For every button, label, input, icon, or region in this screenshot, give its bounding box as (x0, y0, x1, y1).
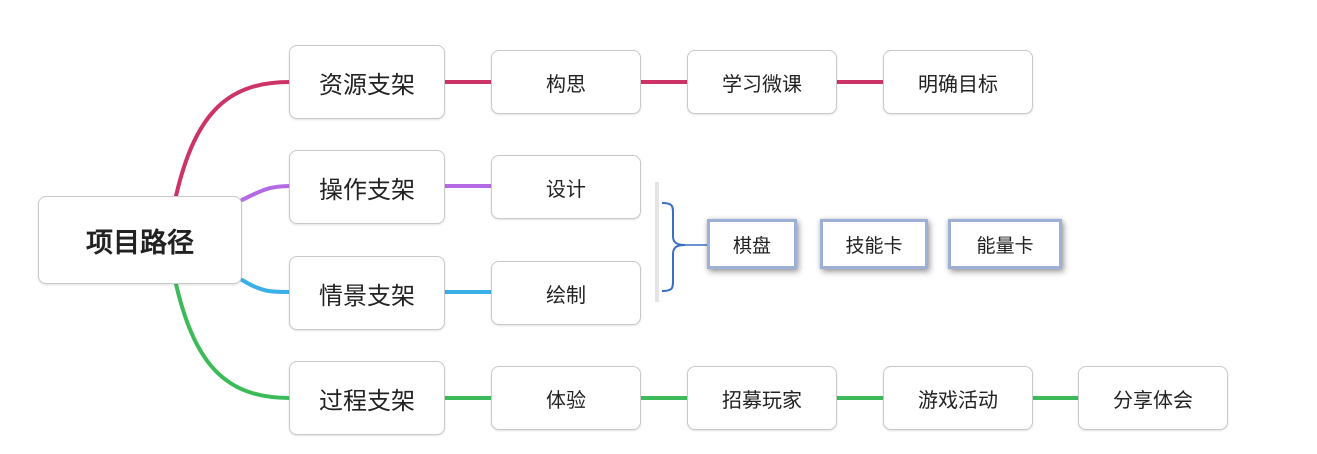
leaf-node: 游戏活动 (883, 366, 1033, 430)
leaf-node: 构思 (491, 50, 641, 114)
leaf-label: 设计 (546, 176, 586, 201)
leaf-node: 绘制 (491, 261, 641, 325)
leaf-label: 构思 (546, 71, 586, 96)
leaf-label: 明确目标 (918, 71, 998, 96)
branch-label: 过程支架 (319, 386, 415, 415)
branch-process: 过程支架 (289, 361, 445, 435)
bracket-icon (661, 202, 686, 292)
leaf-label: 招募玩家 (722, 387, 802, 412)
connector-root-process (174, 282, 292, 400)
root-node: 项目路径 (38, 196, 242, 284)
branch-label: 操作支架 (319, 175, 415, 204)
leaf-label: 分享体会 (1113, 387, 1193, 412)
branch-resources: 资源支架 (289, 45, 445, 119)
leaf-label: 学习微课 (722, 71, 802, 96)
bracket-edge (655, 182, 659, 302)
branch-label: 资源支架 (319, 70, 415, 99)
leaf-label: 游戏活动 (918, 387, 998, 412)
connector-root-operation (240, 184, 292, 202)
leaf-node: 明确目标 (883, 50, 1033, 114)
leaf-node: 设计 (491, 155, 641, 219)
root-label: 项目路径 (86, 227, 194, 259)
leaf-node: 招募玩家 (687, 366, 837, 430)
card-label: 棋盘 (732, 234, 771, 257)
card-label: 技能卡 (845, 234, 903, 257)
leaf-node: 体验 (491, 366, 641, 430)
leaf-node: 分享体会 (1078, 366, 1228, 430)
branch-operation: 操作支架 (289, 150, 445, 224)
card-skill: 技能卡 (820, 219, 928, 269)
leaf-label: 绘制 (546, 282, 586, 307)
card-label: 能量卡 (976, 234, 1034, 257)
connector-root-scenario (240, 278, 292, 294)
leaf-label: 体验 (546, 387, 586, 412)
card-chessboard: 棋盘 (707, 219, 797, 269)
branch-label: 情景支架 (319, 281, 415, 310)
leaf-node: 学习微课 (687, 50, 837, 114)
card-energy: 能量卡 (948, 219, 1062, 269)
branch-scenario: 情景支架 (289, 256, 445, 330)
connector-root-resources (174, 80, 292, 198)
